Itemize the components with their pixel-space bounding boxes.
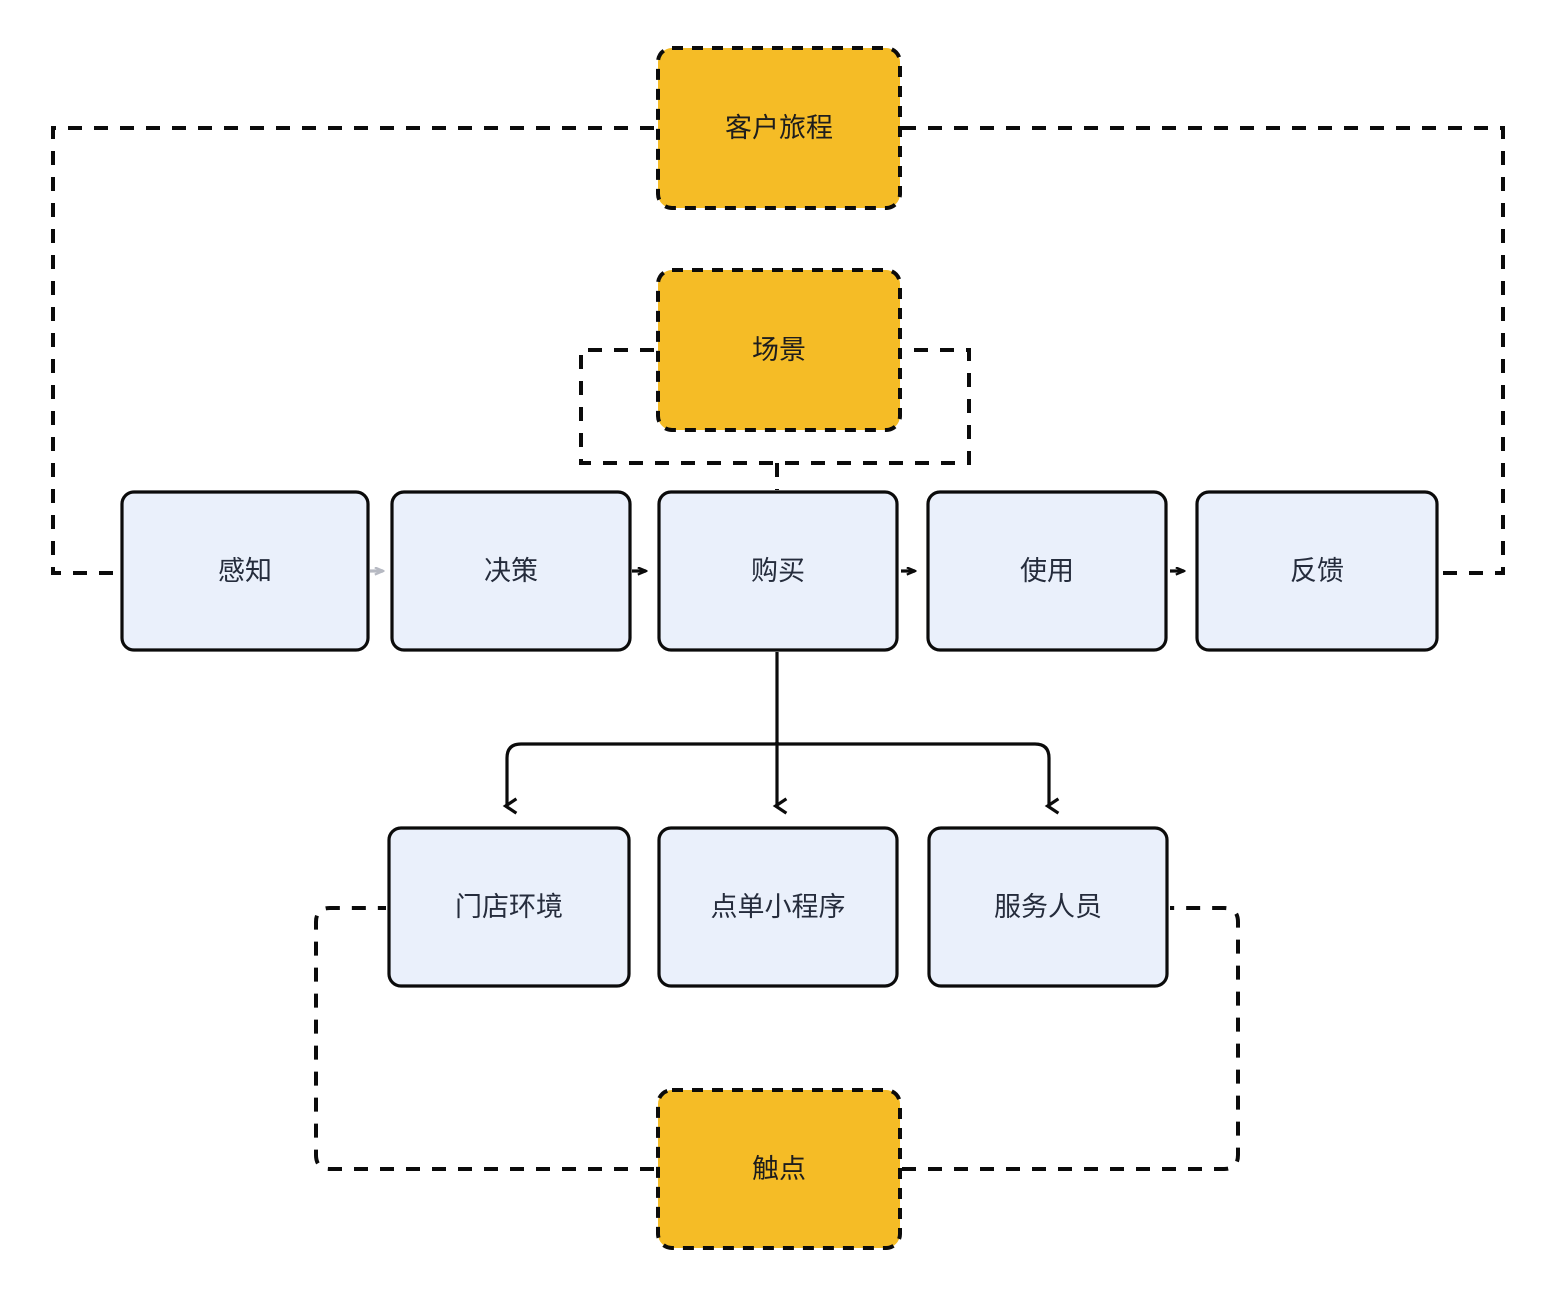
annotation-journey-label: 客户旅程 xyxy=(725,113,833,143)
stage-node-feedback[interactable]: 反馈 xyxy=(1195,490,1439,652)
touchpoint-ordering-miniprogram-box[interactable] xyxy=(657,826,899,988)
touchpoint-ordering-miniprogram-label: 点单小程序 xyxy=(711,892,846,922)
stage-awareness-label: 感知 xyxy=(218,556,272,586)
touchpoint-store-environment-box[interactable] xyxy=(387,826,631,988)
stage-feedback-box[interactable] xyxy=(1195,490,1439,652)
stage-node-awareness[interactable]: 感知 xyxy=(120,490,370,652)
stage-usage-label: 使用 xyxy=(1020,556,1074,586)
journey-annotation-connector-left xyxy=(51,126,654,575)
stage-awareness-box[interactable] xyxy=(120,490,370,652)
annotation-node-scenario[interactable]: 场景 xyxy=(656,268,902,432)
stage-node-purchase[interactable]: 购买 xyxy=(657,490,899,652)
touchpoint-service-staff-label: 服务人员 xyxy=(994,892,1102,922)
annotation-node-journey[interactable]: 客户旅程 xyxy=(656,46,902,210)
stage-feedback-label: 反馈 xyxy=(1290,556,1344,586)
journey-annotation-connector-right xyxy=(902,126,1505,575)
stage-purchase-label: 购买 xyxy=(751,556,805,586)
stage-purchase-box[interactable] xyxy=(657,490,899,652)
touchpoint-node-store-environment[interactable]: 门店环境 xyxy=(387,826,631,988)
touchpoint-service-staff-box[interactable] xyxy=(927,826,1169,988)
annotation-journey-box[interactable] xyxy=(656,46,902,210)
stage-node-usage[interactable]: 使用 xyxy=(926,490,1168,652)
annotation-touchpoint-box[interactable] xyxy=(656,1088,902,1250)
stage-node-decision[interactable]: 决策 xyxy=(390,490,632,652)
stage-decision-label: 决策 xyxy=(484,556,538,586)
annotation-scenario-box[interactable] xyxy=(656,268,902,432)
touchpoint-node-ordering-miniprogram[interactable]: 点单小程序 xyxy=(657,826,899,988)
touchpoint-node-service-staff[interactable]: 服务人员 xyxy=(927,826,1169,988)
purchase-to-touchpoints-branch xyxy=(502,652,1060,815)
annotation-scenario-label: 场景 xyxy=(752,335,806,365)
touchpoint-store-environment-label: 门店环境 xyxy=(455,892,563,922)
annotation-node-touchpoint[interactable]: 触点 xyxy=(656,1088,902,1250)
stage-decision-box[interactable] xyxy=(390,490,632,652)
annotation-touchpoint-label: 触点 xyxy=(752,1154,806,1184)
stage-usage-box[interactable] xyxy=(926,490,1168,652)
scenario-annotation-connector xyxy=(579,348,971,490)
